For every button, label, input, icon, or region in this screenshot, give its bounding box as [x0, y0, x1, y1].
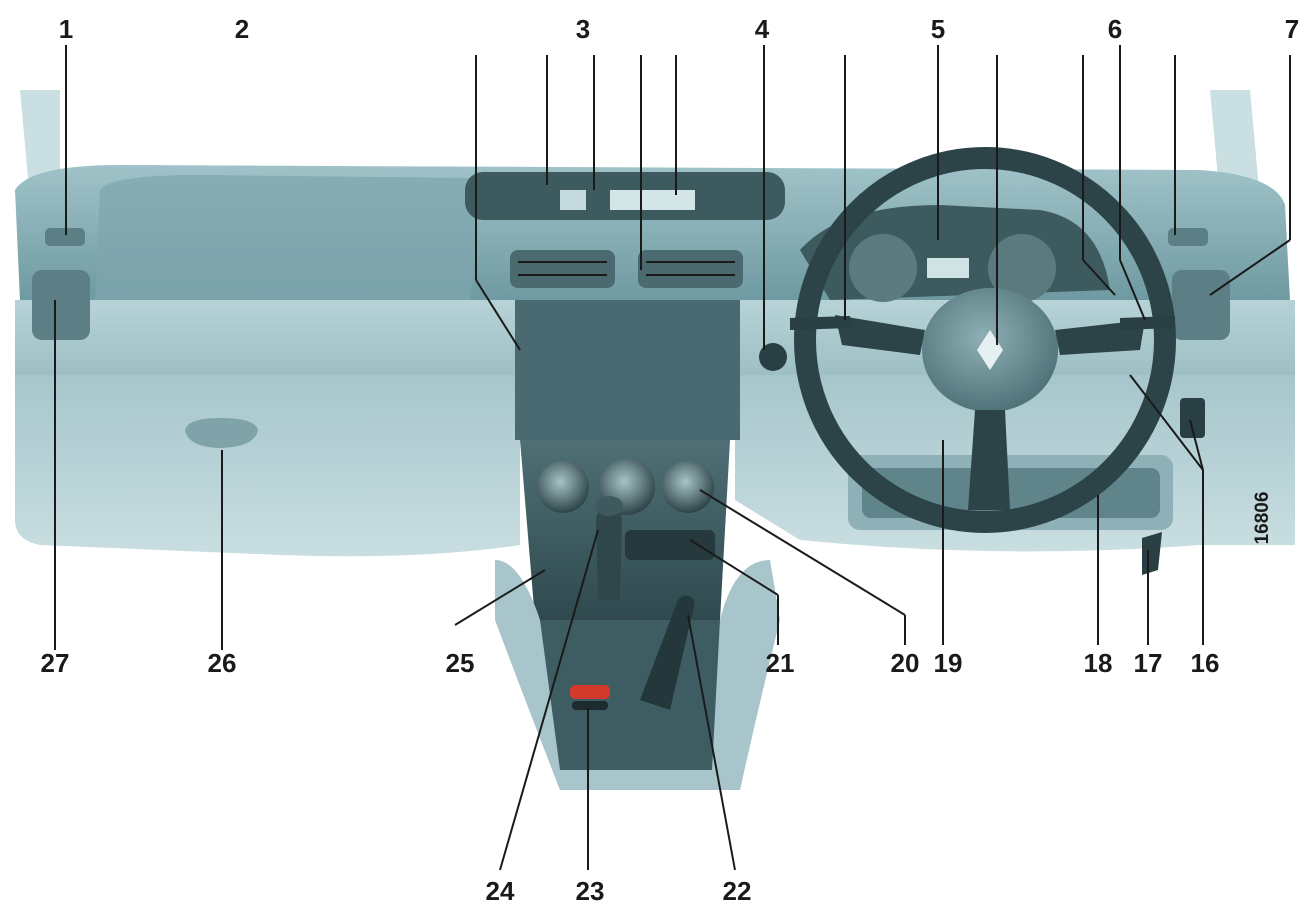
door-mirror-switch: [1180, 398, 1205, 438]
callout-16: 16: [1191, 648, 1220, 678]
callout-17: 17: [1134, 648, 1163, 678]
info-display: [610, 190, 695, 210]
right-side-vent: [1168, 228, 1230, 340]
right-stalk: [1120, 316, 1175, 330]
glovebox-panel: [15, 375, 520, 557]
gear-lever: [595, 496, 623, 600]
callout-3: 3: [576, 14, 590, 44]
callout-22: 22: [723, 876, 752, 906]
bonnet-release: [1142, 532, 1162, 575]
callout-21: 21: [766, 648, 795, 678]
callout-27: 27: [41, 648, 70, 678]
centre-console: [515, 300, 740, 440]
heating-controls: [537, 459, 714, 515]
callout-24: 24: [486, 876, 515, 906]
console-storage: [625, 530, 715, 560]
left-stalk: [790, 316, 852, 330]
reference-code: 16806: [1252, 492, 1273, 545]
callout-18: 18: [1084, 648, 1113, 678]
callout-6: 6: [1108, 14, 1122, 44]
instrument-panel: [800, 205, 1110, 302]
callout-19: 19: [934, 648, 963, 678]
callout-4: 4: [755, 14, 770, 44]
left-side-vent: [32, 228, 90, 340]
callout-26: 26: [208, 648, 237, 678]
hazard-warning-switch: [570, 685, 610, 710]
callout-5: 5: [931, 14, 945, 44]
callout-7: 7: [1285, 14, 1299, 44]
central-air-vents: [510, 250, 743, 288]
handbrake-lever: [640, 595, 695, 710]
leader-lines: [54, 45, 1291, 871]
ignition-card-reader: [759, 343, 787, 371]
clock-display: [560, 190, 586, 210]
callout-1: 1: [59, 14, 73, 44]
callout-25: 25: [446, 648, 475, 678]
callout-2: 2: [235, 14, 249, 44]
glovebox-handle: [185, 418, 258, 448]
callout-23: 23: [576, 876, 605, 906]
callout-20: 20: [891, 648, 920, 678]
passenger-airbag-panel: [95, 175, 475, 305]
